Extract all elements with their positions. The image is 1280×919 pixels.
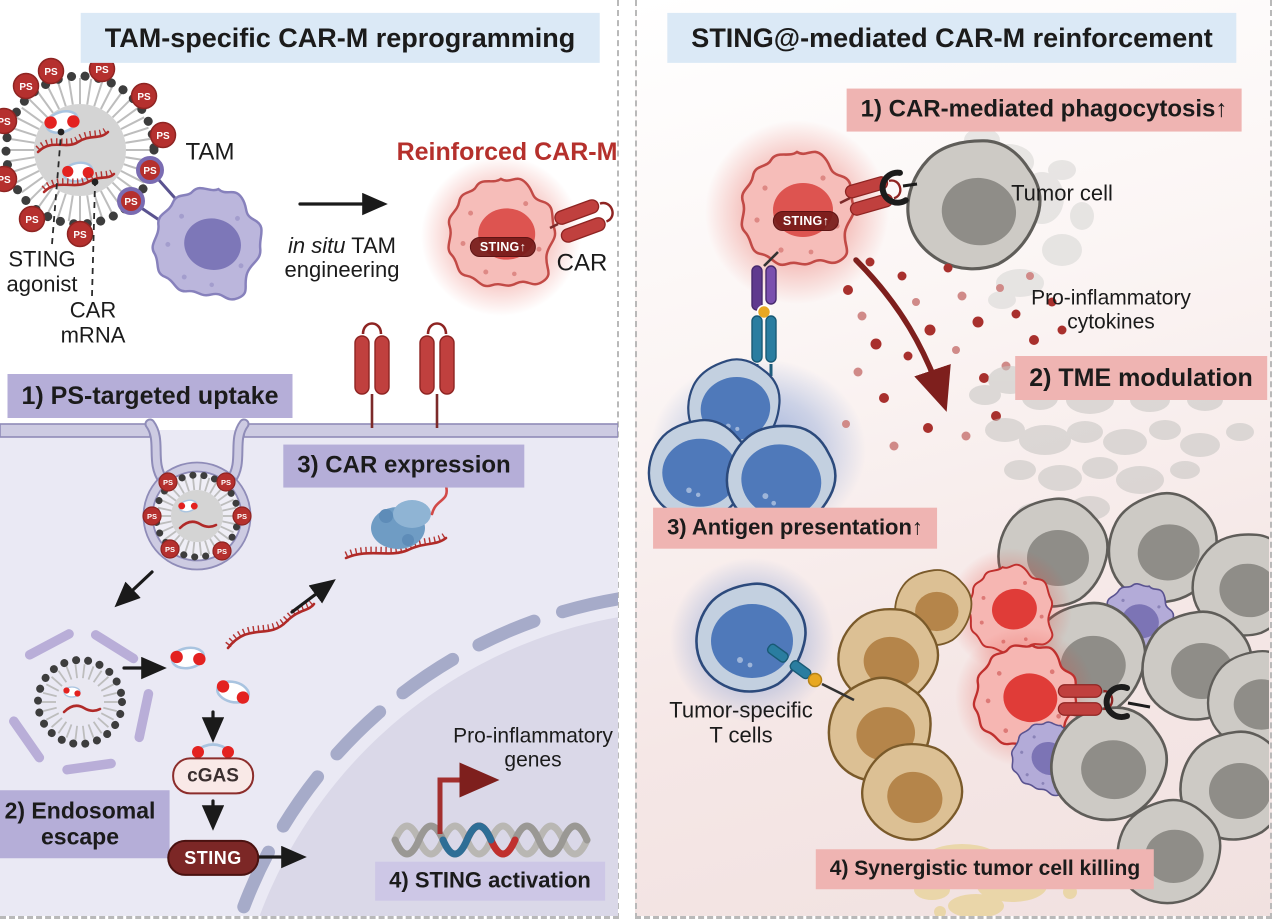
tumor-mass <box>818 486 1269 909</box>
tam-label: TAM <box>185 138 235 166</box>
ps-ligands: PS PS PS PS PS PS PS PS PS <box>0 55 177 248</box>
antigen-receptor <box>879 169 909 206</box>
cytokine-dots <box>842 257 1067 451</box>
endocytosed-nanoparticle: PS PS PS PS PS PS <box>142 471 252 561</box>
tumor-cell-label: Tumor cell <box>1011 180 1113 206</box>
car-receptor <box>418 322 456 430</box>
engineering-caption: in situ TAM engineering <box>284 232 400 282</box>
svg-text:PS: PS <box>137 92 151 103</box>
svg-text:PS: PS <box>73 230 87 241</box>
car-mrna-label: CAR mRNA <box>60 297 126 347</box>
sting-agonist-label: STING agonist <box>6 246 78 296</box>
ps-nanoparticle: PS PS PS PS PS PS PS PS PS PS PS <box>0 55 184 248</box>
svg-text:PS: PS <box>124 197 138 208</box>
svg-text:PS: PS <box>147 512 157 521</box>
svg-text:PS: PS <box>95 65 109 76</box>
svg-text:PS: PS <box>237 512 247 521</box>
tumor-specific-t-cell <box>696 583 806 692</box>
sting-pill: STING <box>167 839 259 877</box>
step-sting-activation: 4) STING activation <box>375 861 605 901</box>
step-car-expression: 3) CAR expression <box>283 444 525 488</box>
dna-promoter <box>391 762 591 858</box>
svg-text:PS: PS <box>163 478 173 487</box>
svg-text:PS: PS <box>217 547 227 556</box>
dimer-on-cgas <box>192 743 234 758</box>
svg-text:PS: PS <box>0 117 11 128</box>
reinforced-car-m-label: Reinforced CAR-M <box>396 138 618 166</box>
antigen-receptor <box>1103 684 1130 720</box>
antigen-dot <box>807 672 823 688</box>
label-pointers <box>51 133 96 297</box>
tam-cell <box>144 178 272 306</box>
svg-text:PS: PS <box>221 478 231 487</box>
escaping-endosome <box>9 629 154 775</box>
car-receptor <box>353 322 391 430</box>
step-ps-uptake: 1) PS-targeted uptake <box>7 374 293 418</box>
ribosome <box>344 458 457 560</box>
ps-receptor-bond: PS PS <box>117 156 164 215</box>
panel-title-right: STING@-mediated CAR-M reinforcement <box>667 12 1237 64</box>
car-label: CAR <box>556 249 608 277</box>
svg-text:PS: PS <box>165 545 175 554</box>
t-cell-engager <box>751 251 779 376</box>
cgas-badge: cGAS <box>172 757 254 795</box>
step-endosomal-escape: 2) Endosomal escape <box>0 790 170 858</box>
svg-text:PS: PS <box>19 82 33 93</box>
sting-up-badge: STING↑ <box>772 211 840 231</box>
step-synergistic-killing: 4) Synergistic tumor cell killing <box>815 849 1155 889</box>
step-antigen-presentation: 3) Antigen presentation↑ <box>653 507 937 549</box>
cytokines-label: Pro-inflammatory cytokines <box>1031 286 1191 333</box>
t-cells-label: Tumor-specific T cells <box>669 697 813 747</box>
svg-text:PS: PS <box>0 175 11 186</box>
sting-up-badge: STING↑ <box>469 237 537 257</box>
svg-text:PS: PS <box>156 131 170 142</box>
step-phagocytosis: 1) CAR-mediated phagocytosis↑ <box>846 88 1242 132</box>
svg-text:PS: PS <box>143 166 157 177</box>
svg-text:PS: PS <box>25 215 39 226</box>
proinflammatory-genes-label: Pro-inflammatory genes <box>453 724 613 771</box>
svg-text:PS: PS <box>44 67 58 78</box>
panel-title-left: TAM-specific CAR-M reprogramming <box>80 12 600 64</box>
step-tme-modulation: 2) TME modulation <box>1015 356 1267 400</box>
nucleus <box>233 592 618 916</box>
